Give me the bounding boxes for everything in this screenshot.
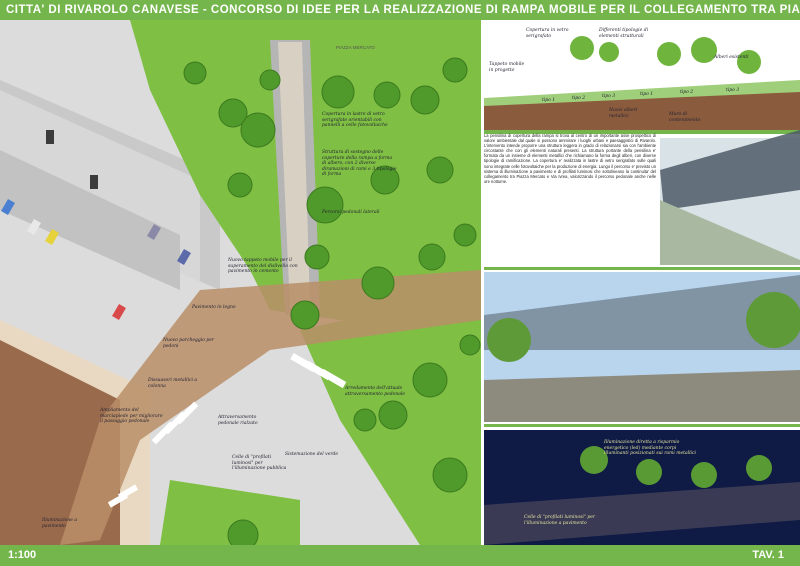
annotation-raised-crossing: Attraversamento pedonale rialzato (218, 415, 258, 426)
annotation-green-arrangement: Sistemazione del verde (285, 452, 339, 457)
annotation-wood-floor: Pavimento in legno (192, 305, 236, 310)
tree-type-label: tipo 2 (572, 96, 586, 101)
tree-type-label: tipo 2 (680, 90, 694, 95)
section-annotation-structure: Differenti tipologie di elementi struttu… (599, 28, 649, 39)
section-annotation-existing-trees: Alberi esistenti (714, 55, 749, 60)
tree-type-label: tipo 3 (726, 88, 740, 93)
annotation-side-paths: Percorsi pedonali laterali (322, 210, 380, 215)
section-annotation-walkway: Tappeto mobile in progetto (489, 62, 525, 73)
annotation-bollards: Dissuasori metallici a colonna (148, 378, 198, 389)
tree-type-label: tipo 3 (602, 94, 616, 99)
header-title: CITTA' DI RIVAROLO CANAVESE - CONCORSO D… (0, 0, 800, 20)
annotation-tree-structure: Struttura di sostegno delle coperture de… (322, 150, 397, 177)
annotation-floor-lighting: Illuminazione a pavimento (42, 518, 78, 529)
section-annotation-retaining-wall: Muro di contenimento (669, 112, 701, 123)
tree-type-label: tipo 1 (640, 92, 654, 97)
night-annotation-led: Illuminazione diretta a risparmio energe… (604, 440, 696, 456)
tree-type-label: tipo 1 (542, 98, 556, 103)
scale-label: 1:100 (8, 549, 37, 561)
night-annotation-floor-light: Celle di "profilati luminosi" per l'illu… (524, 515, 596, 526)
section-annotation-metal-trees: Nuovi alberi metallici (609, 108, 638, 119)
annotation-light-profiles: Celle di "profilati luminosi" per l'illu… (232, 455, 287, 471)
footer: 1:100 TAV. 1 (0, 545, 800, 566)
side-panel: Copertura in vetro serigrafato Different… (484, 20, 800, 545)
site-plan: PIAZZA MERCATO Copertura in lastre di ve… (0, 20, 481, 545)
annotation-existing-crossing: Arredamento dell'attuale attraversamento… (345, 386, 406, 397)
annotation-moving-walkway: Nuovo tappeto mobile per il superamento … (228, 258, 298, 274)
project-description: La pensilina di copertura della rampa si… (484, 133, 656, 184)
street-label: PIAZZA MERCATO (336, 45, 375, 50)
annotation-pedestrian-parking: Nuovo parcheggio per pedoni (163, 338, 215, 349)
annotation-glass-roof: Copertura in lastre di vetro serigrafate… (322, 112, 388, 128)
annotation-sidewalk-widening: Ampliamento del marciapiede per migliora… (100, 408, 163, 424)
section-annotation-glass: Copertura in vetro serigrafato (526, 28, 569, 39)
sheet-number: TAV. 1 (752, 549, 784, 561)
